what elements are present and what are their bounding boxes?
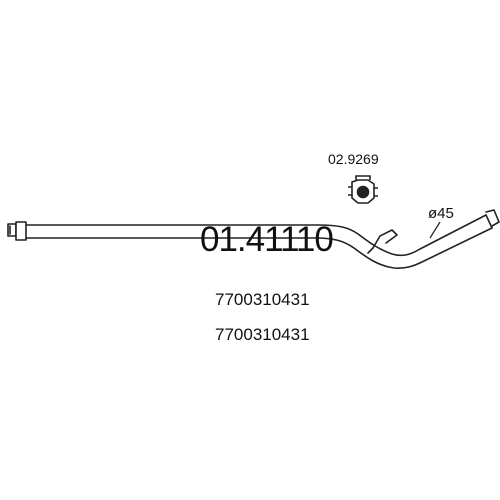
part-number: 01.41110 [200, 220, 334, 259]
exhaust-clamp-icon [348, 175, 378, 204]
pipe-bottom-edge [25, 227, 493, 269]
pipe-clamp-ring [367, 229, 398, 254]
pipe-left-end [7, 221, 27, 241]
pipe-right-end [485, 209, 500, 229]
diameter-leader [429, 221, 441, 239]
oem-number-2: 7700310431 [215, 325, 310, 344]
pipe-diameter-label: ø45 [428, 205, 454, 222]
clamp-part-code: 02.9269 [328, 151, 379, 167]
oem-number-1: 7700310431 [215, 290, 310, 309]
exhaust-pipe-icon [7, 209, 500, 269]
